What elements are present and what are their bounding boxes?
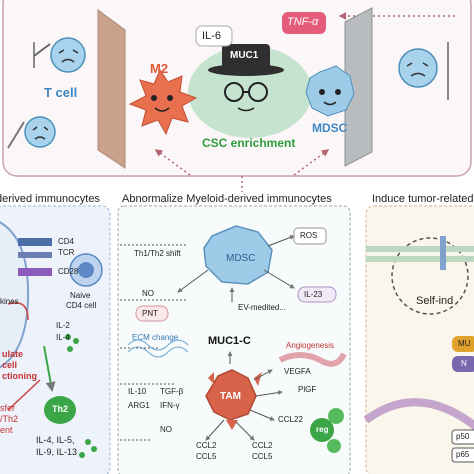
- pigf-label: PlGF: [298, 385, 317, 394]
- cd4-receptor: [18, 238, 52, 246]
- self-ind-label: Self-ind: [416, 295, 454, 307]
- naive-label: Naive: [70, 291, 91, 300]
- il913-label: IL-9, IL-13: [36, 447, 78, 457]
- p65-label: p65: [456, 450, 470, 459]
- il6-label: IL-6: [202, 30, 221, 42]
- cd4-label: CD4: [58, 237, 75, 246]
- inhibit-line: [7, 379, 41, 411]
- mdsc-middle-label: MDSC: [226, 253, 256, 264]
- no2-label: NO: [160, 425, 172, 434]
- t-cell-right: [398, 42, 449, 100]
- th17-label: /Th2: [0, 414, 19, 424]
- th2-arrow: [43, 345, 56, 392]
- tnf-tag: [282, 12, 326, 34]
- tgfb-label: TGF-β: [160, 387, 184, 396]
- mu-label: MU: [458, 339, 471, 348]
- m2-label: M2: [150, 61, 169, 76]
- kines-label: kines: [0, 297, 19, 306]
- tcr-label: TCR: [58, 248, 75, 257]
- il4-label: IL-4: [56, 333, 70, 342]
- treg-cell: [310, 418, 334, 442]
- red-text-1: ulate: [2, 349, 24, 359]
- ent-label: ent: [0, 425, 13, 435]
- il6-tag: [195, 25, 233, 47]
- treg-label: reg: [316, 425, 329, 434]
- tam-label: TAM: [220, 391, 241, 402]
- no-label: NO: [142, 289, 154, 298]
- il23-label: IL-23: [304, 290, 323, 299]
- membrane: [366, 246, 474, 252]
- il2-label: IL-2: [56, 321, 70, 330]
- n-pill: [452, 356, 474, 372]
- th2-cell: [44, 396, 76, 424]
- muc-pill: [452, 336, 474, 352]
- ccl5a-label: CCL5: [196, 452, 217, 461]
- tnf-label: TNF-α: [287, 16, 319, 28]
- ccl2a-label: CCL2: [196, 441, 217, 450]
- arg1-label: ARG1: [128, 401, 150, 410]
- tam-cell: [205, 369, 262, 430]
- pnt-label: PNT: [142, 309, 158, 318]
- ecm-mesh: [127, 339, 189, 351]
- ccl22-label: CCL22: [278, 415, 303, 424]
- cd28-label: CD28: [58, 267, 79, 276]
- mdsc-top-label: MDSC: [312, 121, 348, 135]
- il45-label: IL-4, IL-5,: [36, 435, 75, 445]
- p65-box: [451, 447, 474, 463]
- m2-macrophage: [128, 68, 198, 136]
- muc1-hat-label: MUC1: [230, 50, 259, 61]
- il23-pill: [297, 286, 337, 303]
- t-cell-label: T cell: [44, 85, 78, 100]
- cd4-cell-label: CD4 cell: [66, 301, 97, 310]
- ccl5b-label: CCL5: [252, 452, 273, 461]
- pnt-pill: [135, 305, 169, 322]
- cytokine-curve: [7, 302, 29, 321]
- th1th2-label: Th1/Th2 shift: [134, 249, 181, 258]
- th2-label: Th2: [52, 404, 69, 414]
- right-section-title: Induce tumor-related: [372, 193, 474, 205]
- ecm-label: ECM change: [132, 333, 179, 342]
- ccl2b-label: CCL2: [252, 441, 273, 450]
- dna-strand: [363, 398, 474, 431]
- ifng-label: IFN-γ: [160, 401, 180, 410]
- angio-label: Angiogenesis: [286, 341, 335, 350]
- mdsc-cell-middle: [203, 225, 273, 285]
- n-label: N: [461, 359, 467, 368]
- apc-cell: [0, 221, 30, 369]
- arrow-to-m2: [154, 149, 191, 176]
- angiogenesis-vessel: [278, 352, 347, 367]
- tcr-receptor: [18, 252, 52, 258]
- muc1-hat: [208, 44, 284, 76]
- cd28-receptor: [18, 268, 52, 276]
- ev-label: EV-medited...: [238, 303, 287, 312]
- red-text-2: cell: [2, 360, 18, 370]
- ros-box: [293, 227, 327, 245]
- middle-section-title: Abnormalize Myeloid-derived immunocytes: [122, 193, 332, 205]
- ros-label: ROS: [300, 231, 318, 240]
- il10-label: IL-10: [128, 387, 147, 396]
- mdsc-cell-top: [305, 65, 355, 117]
- sfer-label: sfer: [0, 403, 16, 413]
- t-cell-upper: [33, 37, 86, 73]
- arrow-to-mdsc: [293, 149, 330, 176]
- left-barrier: [97, 9, 126, 169]
- csc-face: [224, 82, 268, 112]
- middle-panel-frame: [117, 205, 351, 474]
- p50-label: p50: [456, 432, 470, 441]
- vegfa-label: VEGFA: [284, 367, 311, 376]
- muc1c-label: MUC1-C: [208, 335, 251, 347]
- red-text-3: ctioning: [2, 371, 37, 381]
- p50-box: [451, 429, 474, 445]
- left-section-title: derived immunocytes: [0, 193, 100, 205]
- t-cell-lower: [7, 116, 56, 149]
- self-induction-loop: [391, 237, 469, 315]
- csc-label: CSC enrichment: [202, 136, 296, 150]
- right-barrier: [344, 7, 373, 167]
